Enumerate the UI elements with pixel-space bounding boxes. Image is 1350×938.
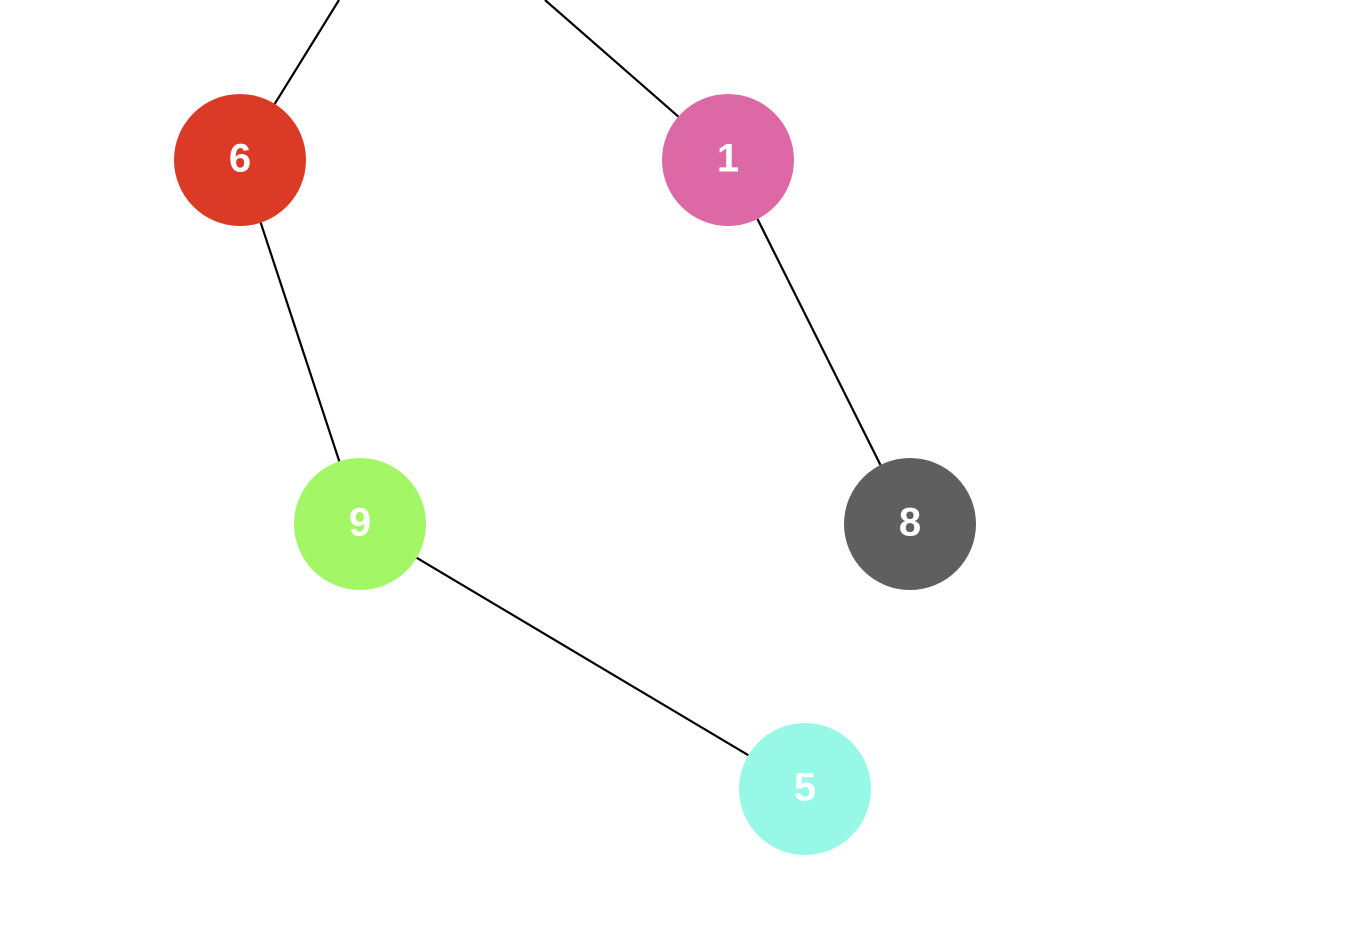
edge-offscreen-parent-n6	[273, 0, 340, 105]
node-label: 8	[899, 501, 921, 545]
node-label: 9	[349, 501, 371, 545]
node-circle	[662, 94, 794, 226]
edge-n1-n8	[756, 218, 882, 466]
node-5: 5	[739, 723, 871, 855]
edge-offscreen-parent-n1	[544, 0, 680, 118]
node-8: 8	[844, 458, 976, 590]
node-label: 5	[794, 766, 816, 810]
node-label: 1	[717, 137, 739, 181]
node-label: 6	[229, 137, 251, 181]
edge-n9-n5	[416, 556, 749, 757]
node-circle	[294, 458, 426, 590]
node-6: 6	[174, 94, 306, 226]
node-circle	[844, 458, 976, 590]
edges-layer	[259, 0, 882, 757]
node-1: 1	[662, 94, 794, 226]
node-circle	[174, 94, 306, 226]
node-9: 9	[294, 458, 426, 590]
nodes-layer: 6 1 9 8 5	[174, 94, 976, 855]
edge-n6-n9	[259, 222, 341, 462]
node-circle	[739, 723, 871, 855]
